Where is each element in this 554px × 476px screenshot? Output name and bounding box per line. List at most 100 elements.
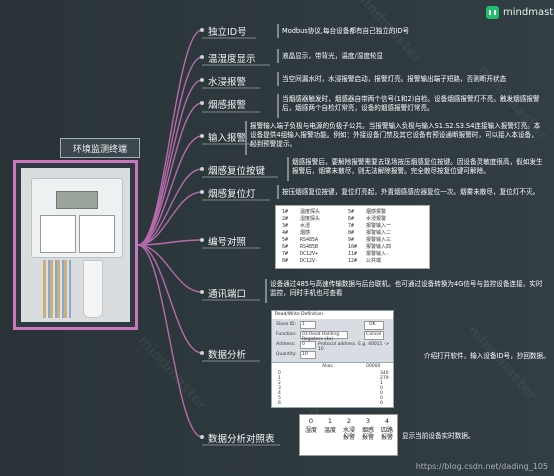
leaf-smoke-desc: 当烟感器触发时，烟感器自带两个信号(1和2)自检。设备烟感报警灯不亮。触发烟感报… xyxy=(282,95,540,112)
device-photo xyxy=(13,160,138,330)
leaf-id-desc: Modbus协议,每台设备都有自己独立的ID号 xyxy=(282,27,410,35)
compare-number: 1 xyxy=(327,417,333,425)
address-input[interactable]: 0 xyxy=(300,341,316,349)
compare-number: 4 xyxy=(384,417,390,425)
map-cell: 报警输入二 xyxy=(366,230,392,236)
leaf-bar xyxy=(277,24,279,38)
footer-url: https://blog.csdn.net/dading_105 xyxy=(415,462,548,471)
branch-data-analysis[interactable]: 数据分析 xyxy=(208,350,247,361)
slave-id-label: Slave ID: xyxy=(276,322,297,327)
grid-row-index: 2 xyxy=(278,381,281,386)
leaf-temp-desc: 液晶显示，带背光，温度/湿度轮显 xyxy=(282,52,384,60)
map-cell: 6# xyxy=(348,216,355,222)
branch-input-alarm[interactable]: 输入报警 xyxy=(208,133,247,144)
leaf-bar xyxy=(287,157,289,181)
map-cell: 烟感 xyxy=(300,230,311,236)
map-cell: RS485B xyxy=(300,244,319,250)
grid-row-index: 0 xyxy=(278,371,281,376)
software-dialog: Read/Write Definition Slave ID: 1 Functi… xyxy=(271,310,394,364)
map-cell: 9# xyxy=(348,237,355,243)
grid-row-value: 279 xyxy=(380,376,389,381)
leaf-bar xyxy=(245,121,247,155)
branch-smoke-reset-light[interactable]: 烟感复位灯 xyxy=(208,189,256,200)
map-cell: 7# xyxy=(282,251,289,257)
compare-label: 水浸报警 xyxy=(342,427,355,441)
grid-row-index: 3 xyxy=(278,386,281,391)
map-row: 8# DC12V- 12# 公共端 xyxy=(276,258,429,265)
map-cell: 8# xyxy=(282,258,289,264)
brand-logo: mindmaster xyxy=(486,6,554,19)
grid-row-index: 5 xyxy=(278,396,281,401)
cancel-button[interactable]: Cancel xyxy=(364,331,384,340)
map-cell: 11# xyxy=(348,251,358,257)
branch-id[interactable]: 独立ID号 xyxy=(208,27,247,38)
compare-label: 湿度 xyxy=(304,427,317,434)
sensor-probe-icon xyxy=(83,260,103,318)
map-cell: DC12V- xyxy=(300,258,319,264)
map-cell: 报警输入- xyxy=(366,251,390,257)
leaf-bar xyxy=(277,72,279,86)
compare-label: 温度 xyxy=(323,427,336,434)
slave-id-input[interactable]: 1 xyxy=(300,321,316,329)
root-topic[interactable]: 环境监测终端 xyxy=(60,138,140,158)
map-cell: 8# xyxy=(348,230,355,236)
ok-button[interactable]: OK xyxy=(364,321,384,330)
map-cell: 温度探头 xyxy=(300,209,321,215)
grid-row-value: 0 xyxy=(380,401,383,406)
map-cell: 报警输入三 xyxy=(366,237,392,243)
branch-data-compare[interactable]: 数据分析对照表 xyxy=(208,434,275,445)
grid-header-address: 00000 xyxy=(366,364,381,369)
branch-temp-display[interactable]: 温湿度显示 xyxy=(208,54,256,65)
branch-smoke-reset-button[interactable]: 烟感复位按键 xyxy=(208,166,266,177)
branch-number-map[interactable]: 编号对照 xyxy=(208,237,247,248)
leaf-bar xyxy=(265,279,267,303)
leaf-comm-desc: 设备通过485与高速传输数据与后台联机。也可通过设备转换为4G信号与监控设备连接… xyxy=(270,280,543,297)
grid-header-alias: Alias xyxy=(322,364,333,369)
root-title: 环境监测终端 xyxy=(72,144,127,155)
grid-row-index: 6 xyxy=(278,401,281,406)
map-cell: 3# xyxy=(282,223,289,229)
leaf-water-desc: 当空间漏水时，水浸报警启动，报警灯亮。报警输出端子短路，否则断开状态 xyxy=(282,75,507,83)
mindmaster-logo-icon xyxy=(486,6,499,19)
leaf-bar xyxy=(277,185,279,199)
protocol-address-hint: Protocol address. E.g. 40011 -> 10 xyxy=(318,342,390,352)
brand-name: mindmaster xyxy=(503,7,554,18)
grid-row-index: 1 xyxy=(278,376,281,381)
leaf-compare-desc: 显示当前设备实时数据。 xyxy=(402,432,475,440)
map-cell: 2# xyxy=(282,216,289,222)
map-cell: 12# xyxy=(348,258,358,264)
branch-comm-port[interactable]: 通讯端口 xyxy=(208,289,247,300)
map-cell: 湿度探头 xyxy=(300,216,321,222)
compare-label: 烟感报警 xyxy=(361,427,374,441)
compare-number: 2 xyxy=(346,417,352,425)
leaf-reset-light-desc: 按压烟感复位按键，复位灯亮起，外置烟感感应器复位一次。烟雾未散尽，复位灯不灭。 xyxy=(282,188,540,196)
address-label: Address: xyxy=(276,342,296,347)
branch-water-alarm[interactable]: 水浸报警 xyxy=(208,77,247,88)
map-cell: RS485A xyxy=(300,237,319,243)
grid-row-value: 340 xyxy=(380,371,389,376)
function-select[interactable]: 03 Read Holding Registers (4x) xyxy=(300,331,348,342)
quantity-input[interactable]: 10 xyxy=(300,351,316,359)
map-cell: 水浸 xyxy=(300,223,311,229)
grid-row-value: 0 xyxy=(380,386,383,391)
map-cell: DC12V+ xyxy=(300,251,319,257)
cables-icon xyxy=(43,260,71,318)
leaf-input-desc: 报警输入端子负极与电源的负极子公共。当报警输入负极与输入S1.S2.S3.S4连… xyxy=(250,122,541,148)
leaf-reset-button-desc: 烟感报警后，要解除报警需要去现场按压烟感复位按键。因设备灵敏度很高，假如发生报警… xyxy=(292,158,543,175)
compare-number: 3 xyxy=(365,417,371,425)
map-cell: 10# xyxy=(348,244,358,250)
map-cell: 公共端 xyxy=(366,258,382,264)
function-label: Function: xyxy=(276,332,297,337)
dialog-title: Read/Write Definition xyxy=(272,311,393,319)
leaf-analysis-desc: 介绍打开软件，输入设备ID号，抄回数据。 xyxy=(424,352,550,360)
map-cell: 报警输入一 xyxy=(366,223,392,229)
map-cell: 1# xyxy=(282,209,289,215)
branch-smoke-alarm[interactable]: 烟感报警 xyxy=(208,100,247,111)
